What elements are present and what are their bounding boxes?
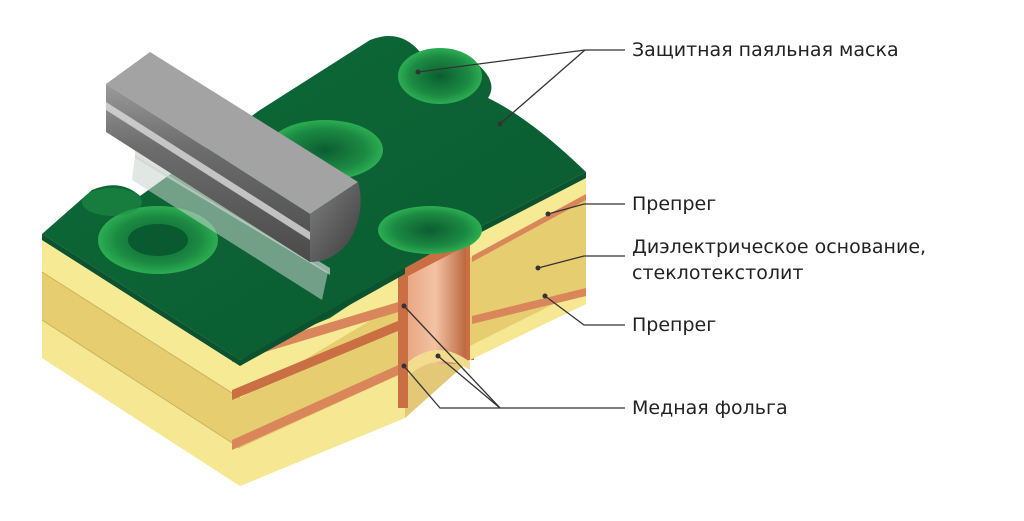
blade-top (106, 52, 358, 214)
copper-strip-1 (232, 300, 405, 362)
mask-edge-block (470, 172, 586, 238)
pads (82, 48, 482, 274)
left-seam-2 (41, 319, 241, 449)
pad-edge-glow (82, 188, 142, 216)
dot-dielectric (535, 265, 541, 271)
label-prepreg-bottom: Препрег (632, 314, 717, 336)
label-solder-mask: Защитная паяльная маска (632, 39, 899, 61)
right-face-layers (232, 268, 405, 486)
leader-lines (403, 49, 625, 409)
blade-film (132, 155, 328, 300)
pad-via (378, 206, 482, 254)
pad-left-hole (128, 224, 188, 256)
label-dielectric-line2: стеклотекстолит (632, 262, 804, 284)
leader-dots (401, 69, 551, 369)
left-seam-1 (41, 271, 241, 399)
left-prepreg-bottom (42, 320, 240, 486)
dot-mask-1 (415, 69, 421, 75)
blade-end (310, 182, 361, 262)
dot-prepreg-top (545, 211, 551, 217)
right-block-copper-2 (472, 288, 586, 324)
leader-dielectric (537, 255, 625, 269)
dot-mask-2 (497, 121, 503, 127)
right-block-prepreg-bottom (470, 288, 586, 360)
leader-mask-2 (499, 49, 586, 125)
dot-copper-1 (401, 303, 407, 309)
left-face-layers (41, 234, 241, 486)
mask-edge-right (240, 268, 405, 366)
squeegee-blade (106, 52, 361, 300)
via-cutaway (398, 232, 474, 418)
right-block-prepreg-top (470, 172, 586, 258)
via-left-wall (398, 268, 408, 408)
dot-prepreg-bottom (542, 293, 548, 299)
copper-strip-3 (232, 362, 405, 450)
label-dielectric-line1: Диэлектрическое основание, (632, 236, 927, 258)
copper-strip-2 (232, 318, 405, 400)
left-prepreg-top (42, 234, 240, 398)
leader-prepreg-bottom (544, 295, 625, 326)
mask-edge-left (42, 234, 240, 366)
leader-copper-2 (437, 355, 501, 409)
pad-top (398, 48, 482, 104)
via-bottom-shadow (408, 350, 470, 376)
label-copper-foil: Медная фольга (632, 397, 788, 419)
right-block-layers (470, 172, 586, 360)
dot-copper-2 (435, 353, 441, 359)
right-prepreg-bottom (240, 372, 405, 486)
leader-copper-3 (403, 365, 500, 409)
blade-highlight (106, 102, 310, 240)
label-prepreg-top: Препрег (632, 193, 717, 215)
left-dielectric (42, 272, 240, 448)
leader-prepreg-top (547, 203, 625, 215)
dot-copper-3 (401, 363, 407, 369)
right-block-dielectric (470, 196, 586, 346)
